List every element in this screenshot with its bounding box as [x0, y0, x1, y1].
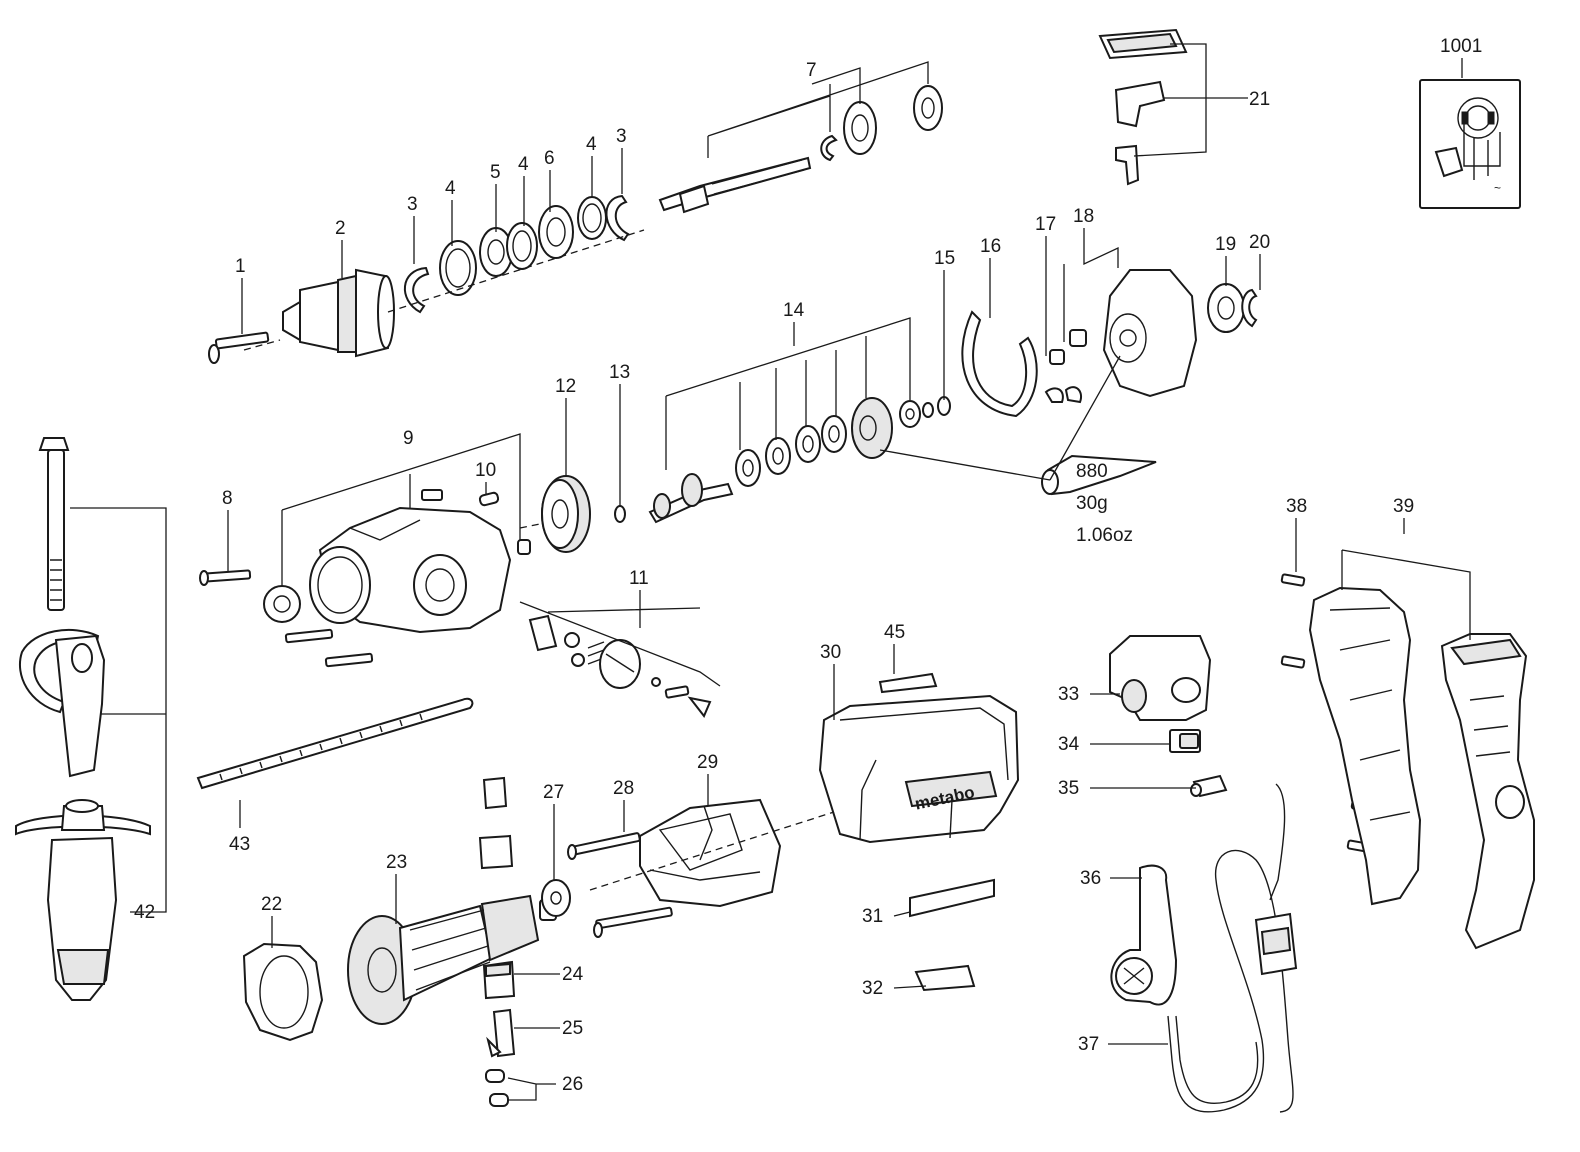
connector-part-35	[1190, 774, 1228, 798]
callout-4c: 4	[586, 134, 597, 155]
rating-plate-part-31	[909, 878, 995, 918]
label-part-32	[914, 964, 976, 992]
callout-30: 30	[820, 642, 841, 663]
armature-part-23	[347, 894, 557, 1025]
leader-lines	[70, 43, 1471, 1101]
callout-23: 23	[386, 852, 407, 873]
callout-12: 12	[555, 376, 576, 397]
callout-1: 1	[235, 256, 246, 277]
callout-45: 45	[884, 622, 905, 643]
grease-tube-880: 880 30g 1.06oz	[1041, 454, 1157, 546]
motor-housing-part-30: metabo	[818, 694, 1020, 844]
callout-28: 28	[613, 778, 634, 799]
callout-21: 21	[1249, 89, 1270, 110]
circlip-part-3a	[404, 266, 430, 314]
callout-20: 20	[1249, 232, 1270, 253]
callout-2: 2	[335, 218, 346, 239]
carbon-brushes-part-26	[485, 1069, 509, 1107]
bracket-part-16	[961, 310, 1038, 418]
switch-part-33	[1109, 635, 1212, 721]
callout-3b: 3	[616, 126, 627, 147]
pin-part-10	[478, 491, 531, 555]
callout-6: 6	[544, 148, 555, 169]
gear-part-12	[541, 475, 591, 553]
bearing-part-19	[1207, 283, 1245, 333]
callout-36: 36	[1080, 868, 1101, 889]
callout-25: 25	[562, 1018, 583, 1039]
callout-15: 15	[934, 248, 955, 269]
callout-4b: 4	[518, 154, 529, 175]
label-part-45	[878, 672, 938, 694]
depth-gauge-part-43	[196, 697, 474, 790]
switch-slider-part-21	[1098, 28, 1188, 186]
callout-43: 43	[229, 834, 250, 855]
callout-5: 5	[490, 162, 501, 183]
callout-11: 11	[629, 568, 649, 589]
callout-24: 24	[562, 964, 584, 985]
capacitor-part-34	[1169, 729, 1201, 753]
callout-16: 16	[980, 236, 1001, 257]
callout-39: 39	[1393, 496, 1414, 517]
callout-42: 42	[134, 902, 155, 923]
mains-cable-part-37	[1167, 783, 1298, 1113]
intermediate-shaft-part-14	[648, 397, 934, 524]
fan-guide-part-22	[242, 942, 324, 1042]
spacer-part-27	[541, 879, 571, 917]
ring-part-6	[538, 205, 574, 259]
grease-code-label: 880	[1076, 461, 1108, 482]
callout-labels: 1 2 3 4 5 4 6 4 3 7 8 9 10 11 12 13 14 1…	[134, 36, 1482, 1095]
callout-33: 33	[1058, 684, 1079, 705]
drill-chuck-part-2	[282, 268, 395, 358]
callout-7: 7	[806, 60, 817, 81]
washer-part-4a	[439, 240, 477, 296]
callout-8: 8	[222, 488, 233, 509]
circlip-part-3b	[605, 194, 630, 242]
washer-part-13	[614, 505, 626, 523]
callout-18: 18	[1073, 206, 1094, 227]
bearing-housing-part-18	[1049, 269, 1198, 398]
callout-4a: 4	[445, 178, 456, 199]
circlip-part-20	[1241, 288, 1258, 328]
callout-14: 14	[783, 300, 805, 321]
washer-part-4b	[506, 222, 538, 270]
gear-housing-part-9	[263, 489, 512, 634]
callout-37: 37	[1078, 1034, 1099, 1055]
wiring-diagram-part-1001: ~	[1419, 79, 1521, 209]
callout-22: 22	[261, 894, 282, 915]
callout-19: 19	[1215, 234, 1236, 255]
callout-3a: 3	[407, 194, 418, 215]
chuck-screw-part-1	[208, 331, 270, 364]
spindle-part-7	[658, 85, 943, 214]
svg-text:~: ~	[1494, 181, 1501, 195]
cable-guard-part-36	[1110, 864, 1178, 1006]
stator-part-29	[639, 798, 782, 908]
screw-part-8	[199, 569, 374, 668]
switch-part-11	[528, 614, 712, 718]
callout-29: 29	[697, 752, 718, 773]
callout-32: 32	[862, 978, 883, 999]
callout-9: 9	[403, 428, 414, 449]
callout-27: 27	[543, 782, 564, 803]
callout-35: 35	[1058, 778, 1079, 799]
callout-17: 17	[1035, 214, 1056, 235]
carbon-brush-part-25	[486, 1008, 516, 1058]
grease-weight-oz-label: 1.06oz	[1076, 525, 1133, 546]
brush-holder-part-24	[478, 776, 516, 1000]
handle-shells-part-39	[1308, 586, 1535, 950]
callout-26: 26	[562, 1074, 583, 1095]
callout-10: 10	[475, 460, 496, 481]
washer-part-4c	[577, 196, 607, 240]
callout-38: 38	[1286, 496, 1307, 517]
callout-1001: 1001	[1440, 36, 1482, 57]
auxiliary-handle-part-42	[15, 437, 151, 1001]
callout-31: 31	[862, 906, 883, 927]
callout-34: 34	[1058, 734, 1080, 755]
callout-13: 13	[609, 362, 630, 383]
clips-part-17	[1044, 386, 1082, 404]
assembly-axes	[243, 229, 835, 891]
grease-weight-g-label: 30g	[1076, 493, 1108, 514]
